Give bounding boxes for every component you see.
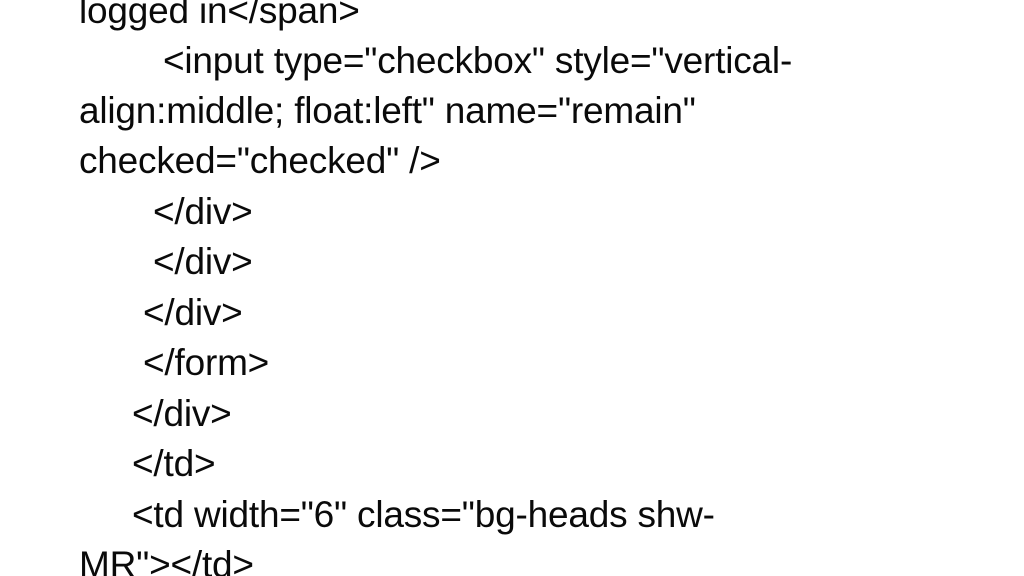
- code-line-5: </div>: [153, 191, 253, 232]
- code-line-7: </div>: [143, 292, 243, 333]
- code-line-6: </div>: [153, 241, 253, 282]
- code-line-8: </form>: [143, 342, 270, 383]
- code-line-10: </td>: [132, 443, 216, 484]
- code-line-1: logged in</span>: [79, 0, 360, 31]
- code-line-3: align:middle; float:left" name="remain": [79, 90, 696, 131]
- code-line-4: checked="checked" />: [79, 140, 441, 181]
- code-line-12: MR"></td>: [79, 544, 254, 576]
- code-line-11: <td width="6" class="bg-heads shw-: [132, 494, 715, 535]
- code-line-2: <input type="checkbox" style="vertical-: [163, 40, 793, 81]
- code-line-9: </div>: [132, 393, 232, 434]
